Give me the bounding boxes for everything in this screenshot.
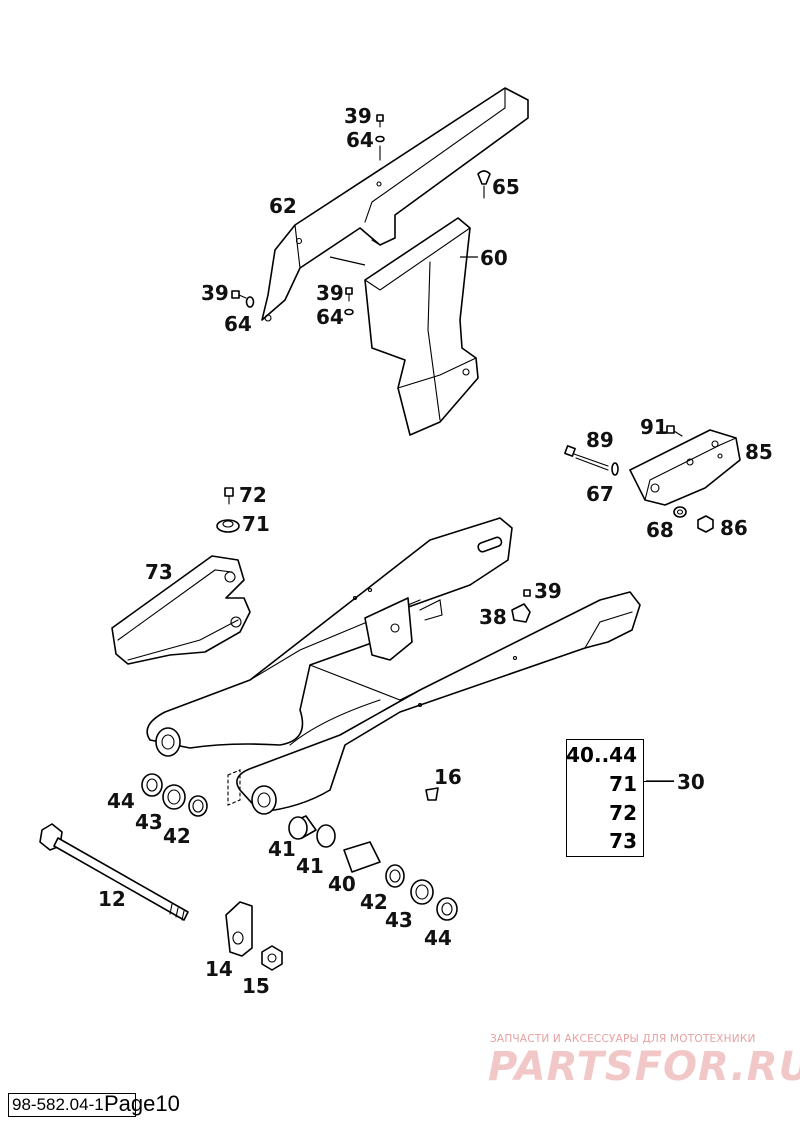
screw-39-upper (375, 114, 385, 161)
callout-43-right: 43 (385, 908, 413, 932)
callout-44-right: 44 (424, 926, 452, 950)
kit-leader-line (644, 781, 674, 782)
chain-guard-lower-part (364, 217, 479, 436)
callout-71: 71 (242, 512, 270, 536)
callout-40: 40 (328, 872, 356, 896)
pivot-bolt-12 (39, 823, 189, 921)
screw-39-left (231, 290, 255, 308)
callout-85: 85 (745, 440, 773, 464)
callout-42-left: 42 (163, 824, 191, 848)
callout-72: 72 (239, 483, 267, 507)
bearing-set-right (288, 815, 458, 921)
washer-67 (611, 462, 619, 476)
callout-60: 60 (480, 246, 508, 270)
bushing-71 (216, 519, 240, 533)
callout-64-middle: 64 (316, 305, 344, 329)
screw-72 (224, 487, 234, 505)
callout-86: 86 (720, 516, 748, 540)
chain-guide-73 (111, 555, 251, 665)
callout-39-upper: 39 (344, 104, 372, 128)
watermark-tagline: ЗАПЧАСТИ И АКСЕССУАРЫ ДЛЯ МОТОТЕХНИКИ (490, 1033, 756, 1045)
callout-64-upper: 64 (346, 128, 374, 152)
chain-slider-85 (629, 429, 741, 506)
callout-41-a: 41 (268, 837, 296, 861)
swingarm (146, 517, 641, 815)
callout-38: 38 (479, 605, 507, 629)
drawing-code: 98-582.04-1 (8, 1093, 136, 1117)
kit-contents-box: 40..44 71 72 73 (566, 739, 644, 857)
callout-67: 67 (586, 482, 614, 506)
callout-39-clip: 39 (534, 579, 562, 603)
callout-30-kit: 30 (677, 770, 705, 794)
page-number: Page10 (104, 1091, 180, 1116)
callout-91: 91 (640, 415, 668, 439)
nut-15 (261, 945, 283, 971)
screw-91 (666, 425, 683, 437)
rubber-plug-65 (477, 170, 491, 199)
callout-89: 89 (586, 428, 614, 452)
callout-64-left: 64 (224, 312, 252, 336)
callout-16: 16 (434, 765, 462, 789)
axle-plate-14 (225, 901, 253, 957)
kit-item: 73 (609, 829, 637, 853)
grease-nipple-16 (425, 787, 439, 801)
callout-62: 62 (269, 194, 297, 218)
callout-42-right: 42 (360, 890, 388, 914)
callout-73: 73 (145, 560, 173, 584)
washer-68 (673, 506, 687, 518)
bearing-set-left (141, 773, 208, 817)
callout-12: 12 (98, 887, 126, 911)
chain-guard-upper-part (261, 87, 529, 322)
screw-39-middle (344, 287, 354, 316)
callout-44-left: 44 (107, 789, 135, 813)
callout-43-left: 43 (135, 810, 163, 834)
nut-86 (697, 515, 714, 533)
clip-38 (511, 589, 531, 623)
kit-item: 40..44 (566, 743, 637, 767)
callout-68: 68 (646, 518, 674, 542)
callout-41-b: 41 (296, 854, 324, 878)
callout-14: 14 (205, 957, 233, 981)
callout-39-left: 39 (201, 281, 229, 305)
callout-15: 15 (242, 974, 270, 998)
callout-65: 65 (492, 175, 520, 199)
watermark-logo: PARTSFOR.RU (488, 1044, 800, 1090)
kit-item: 71 (609, 772, 637, 796)
callout-39-middle: 39 (316, 281, 344, 305)
kit-item: 72 (609, 801, 637, 825)
bolt-89 (564, 445, 609, 471)
